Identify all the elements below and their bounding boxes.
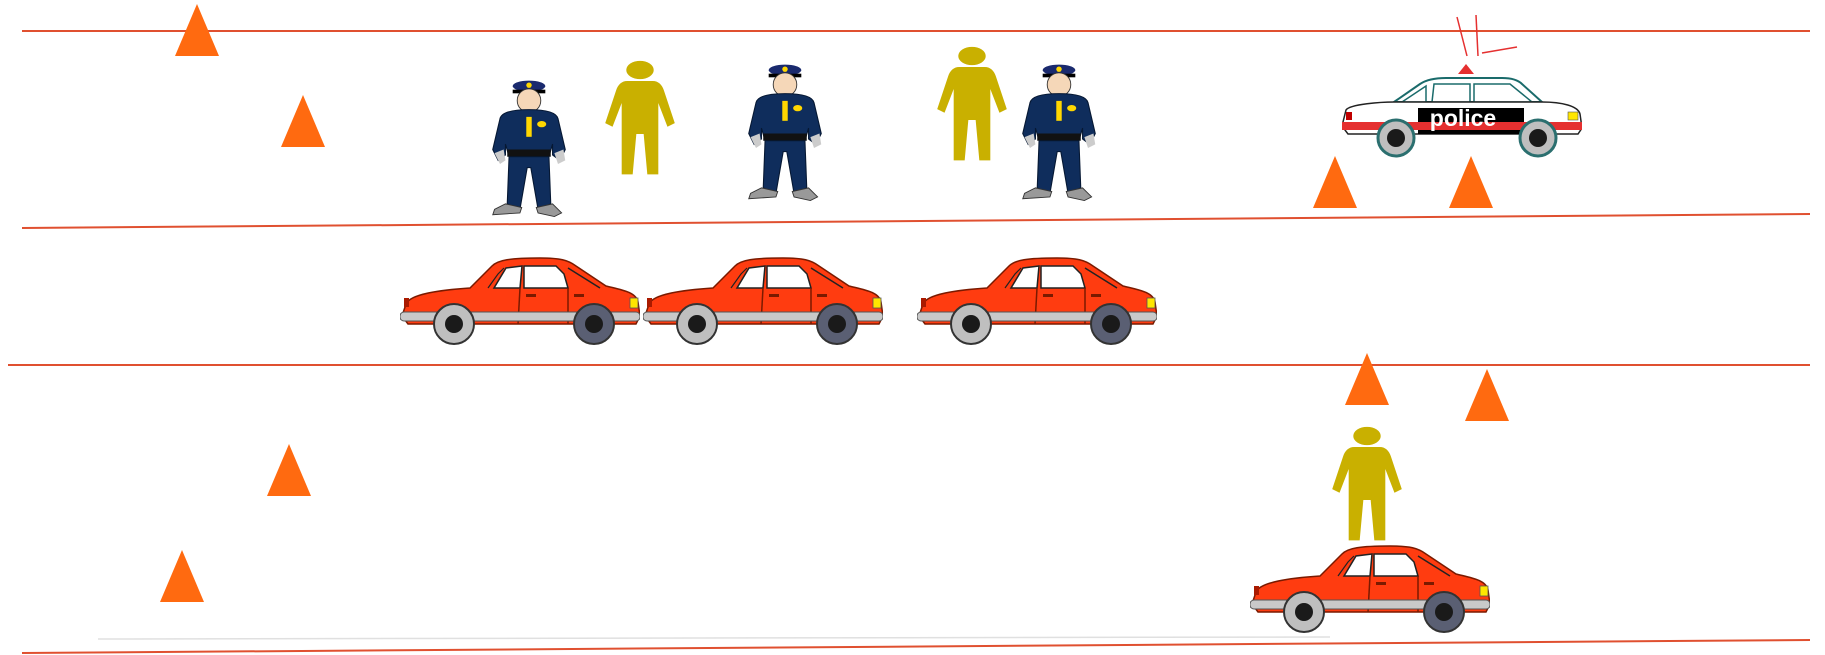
police-officers — [493, 65, 1096, 217]
traffic-cone-icon — [1345, 353, 1389, 405]
red-cars — [400, 258, 1490, 632]
lane-line-4 — [22, 640, 1810, 653]
traffic-cone-icon — [1313, 156, 1357, 208]
lane-line-2 — [22, 214, 1810, 228]
red-car-icon — [1250, 546, 1490, 632]
police-car-label: police — [1430, 105, 1496, 131]
red-car-icon — [917, 258, 1157, 344]
red-car-icon — [400, 258, 640, 344]
lane-line-4-shadow — [98, 637, 1330, 639]
traffic-cone-icon — [1465, 369, 1509, 421]
police-car: police — [1342, 15, 1582, 156]
siren-flash-icon — [1457, 15, 1517, 56]
police-officer-icon — [493, 81, 566, 217]
red-car-icon — [643, 258, 883, 344]
traffic-cone-icon — [281, 95, 325, 147]
police-officer-icon — [1023, 65, 1096, 201]
traffic-cone-icon — [160, 550, 204, 602]
siren-light-icon — [1458, 64, 1474, 74]
person-icon — [1332, 427, 1402, 541]
traffic-cone-icon — [267, 444, 311, 496]
police-officer-icon — [749, 65, 822, 201]
person-icon — [605, 61, 675, 175]
person-icon — [937, 47, 1007, 161]
traffic-cone-icon — [1449, 156, 1493, 208]
